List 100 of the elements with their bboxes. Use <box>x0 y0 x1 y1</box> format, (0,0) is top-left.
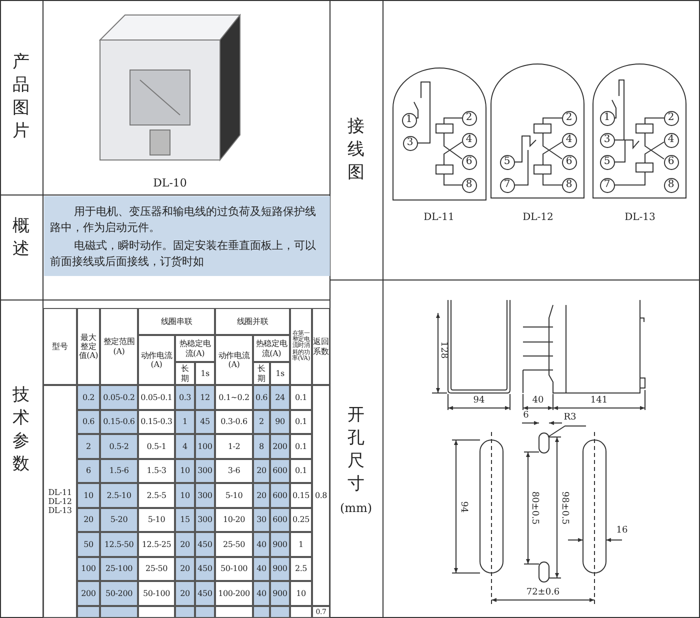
table-cell: 450 <box>195 556 215 581</box>
table-header: 热稳定电流(A) <box>253 335 290 362</box>
table-cell: 450 <box>195 532 215 556</box>
terminal-number: 8 <box>664 178 678 192</box>
table-cell: 25-50 <box>215 532 253 556</box>
table-cell: 50 <box>77 532 100 556</box>
dimension-text: 94 <box>473 396 485 406</box>
terminal-number: 8 <box>462 178 476 192</box>
dimension-text: 6 <box>523 412 529 420</box>
dimension-text: 72±0.6 <box>526 588 560 598</box>
table-cell: 0.2 <box>77 385 100 410</box>
terminal-number: 6 <box>462 154 476 170</box>
table-cell: 12.5-25 <box>138 532 175 556</box>
description-text: 电磁式，瞬时动作。固定安装在垂直面板上，可以前面接线或后面接线，订货时如 <box>50 238 318 270</box>
table-cell: 100-200 <box>215 581 253 606</box>
description-text: 用于电机、变压器和输电线的过负荷及短路保护线路中，作为启动元件。 <box>50 204 318 236</box>
table-cell: 4 <box>175 434 195 458</box>
table-cell: 600 <box>270 508 290 532</box>
table-cell: 0.15-0.3 <box>138 410 175 434</box>
table-cell: 5-10 <box>215 483 253 508</box>
table-cell: 600 <box>270 458 290 483</box>
table-header: 热稳定电流(A) <box>175 335 215 362</box>
terminal-number: 4 <box>562 132 576 148</box>
table-cell: 0.1~0.2 <box>215 385 253 410</box>
table-cell: 0.1 <box>290 458 312 483</box>
table-cell: 0.6 <box>77 410 100 434</box>
table-cell: 10 <box>77 483 100 508</box>
terminal-number: 1 <box>402 112 416 128</box>
table-cell: 3-6 <box>215 458 253 483</box>
table-cell: 20 <box>175 581 195 606</box>
table-cell: 0.1 <box>290 385 312 410</box>
table-cell: 0.15 <box>290 483 312 508</box>
table-cell: 1 <box>175 410 195 434</box>
terminal-number: 1 <box>600 110 614 126</box>
section-heading: 产品图片 <box>12 51 30 143</box>
table-cell: 40 <box>253 556 270 581</box>
table-cell: 0.25 <box>290 508 312 532</box>
table-cell: 100 <box>195 434 215 458</box>
table-cell: DL-11 DL-12 DL-13 <box>43 385 77 618</box>
section-heading: 概述 <box>12 215 30 261</box>
table-cell: 900 <box>270 581 290 606</box>
table-cell: 2.5-10 <box>100 483 138 508</box>
table-cell: 2.5 <box>290 556 312 581</box>
table-header: 动作电流(A) <box>138 335 175 385</box>
table-cell: 0.5-2 <box>100 434 138 458</box>
table-cell: 20 <box>253 483 270 508</box>
table-cell: 450 <box>195 581 215 606</box>
table-cell: 200 <box>270 434 290 458</box>
table-cell: 0.8 <box>312 385 330 606</box>
terminal-number: 8 <box>562 178 576 192</box>
table-header: 线圈串联 <box>138 308 215 335</box>
terminal-number: 5 <box>600 154 614 170</box>
table-header: 1s <box>270 362 290 385</box>
table-cell: 10 <box>290 581 312 606</box>
table-cell: 24 <box>270 385 290 410</box>
table-cell: 600 <box>270 483 290 508</box>
table-cell: 50-100 <box>215 556 253 581</box>
dimension-text: 98±0.5 <box>560 491 568 525</box>
table-cell: 45 <box>195 410 215 434</box>
table-cell: 10 <box>175 458 195 483</box>
terminal-number: 4 <box>462 132 476 148</box>
terminal-number: 3 <box>600 132 614 148</box>
terminal-number: 4 <box>664 132 678 148</box>
table-cell: 2 <box>77 434 100 458</box>
terminal-number: 7 <box>500 178 514 192</box>
dimension-text: 141 <box>590 396 608 406</box>
table-cell: 0.1 <box>290 434 312 458</box>
table-cell: 0.5-1 <box>138 434 175 458</box>
table-cell: 0.15-0.6 <box>100 410 138 434</box>
section-heading: 技术参数 <box>12 384 30 476</box>
dimension-text: R3 <box>564 414 576 422</box>
dimension-text: 94 <box>458 501 468 513</box>
product-model: DL-10 <box>153 178 187 188</box>
table-cell: 0.05-0.1 <box>138 385 175 410</box>
table-cell: 40 <box>253 581 270 606</box>
table-cell: 1 <box>290 532 312 556</box>
table-cell: 900 <box>270 532 290 556</box>
table-cell: 25-50 <box>138 556 175 581</box>
table-cell: 2.5-5 <box>138 483 175 508</box>
table-cell: 6 <box>77 458 100 483</box>
table-cell: 1.5-3 <box>138 458 175 483</box>
table-header: 最大整定值(A) <box>77 308 100 385</box>
table-cell: 50-200 <box>100 581 138 606</box>
table-cell: 15 <box>175 508 195 532</box>
table-cell: 300 <box>195 508 215 532</box>
table-header: 动作电流(A) <box>215 335 253 385</box>
table-cell: 10 <box>175 483 195 508</box>
table-header: 返回系数 <box>312 308 330 385</box>
terminal-number: 2 <box>462 110 476 126</box>
table-cell: 300 <box>195 483 215 508</box>
section-heading: 接线图 <box>346 116 366 184</box>
unit-label: (mm) <box>340 502 372 514</box>
terminal-number: 6 <box>664 154 678 170</box>
table-cell: 50-100 <box>138 581 175 606</box>
table-header: 型号 <box>43 308 77 385</box>
table-cell: 0.6 <box>253 385 270 410</box>
table-cell: 5-20 <box>100 508 138 532</box>
table-header: 长期 <box>175 362 195 385</box>
dimension-text: 40 <box>532 396 544 406</box>
table-cell: 900 <box>270 556 290 581</box>
